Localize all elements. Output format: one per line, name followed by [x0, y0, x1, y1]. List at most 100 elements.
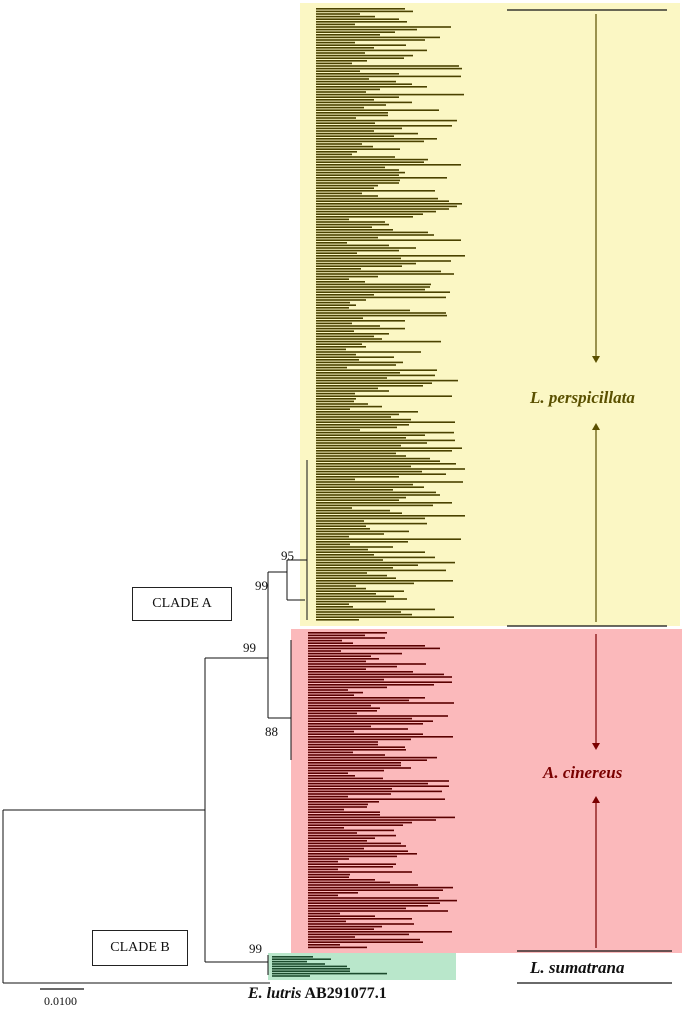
tip-label — [316, 296, 446, 299]
tip-label — [316, 587, 366, 590]
tip-label — [316, 36, 440, 39]
tip-label — [308, 915, 375, 917]
tip-label — [316, 151, 357, 153]
tip-label — [316, 533, 384, 535]
tip-label — [316, 327, 405, 330]
tip-label — [308, 912, 340, 915]
tip-label — [308, 668, 366, 670]
tip-label — [316, 208, 449, 210]
tip-label — [316, 351, 421, 353]
tip-label — [308, 881, 390, 884]
tip-label — [316, 405, 382, 408]
tip-label — [316, 239, 461, 241]
tip-label — [316, 309, 410, 312]
tip-label — [316, 330, 354, 332]
tip-label — [308, 736, 453, 738]
tip-label — [316, 418, 411, 421]
tip-label — [308, 749, 406, 751]
tip-label — [308, 785, 449, 787]
tip-label — [316, 138, 437, 140]
tip-label — [308, 678, 384, 681]
tip-label — [272, 968, 350, 970]
tip-label — [308, 925, 382, 928]
tip-label — [316, 385, 423, 387]
tip-label — [308, 907, 406, 910]
tip-label — [316, 543, 350, 546]
tip-label — [316, 252, 357, 254]
tip-label — [316, 364, 396, 366]
tip-label — [316, 80, 396, 83]
tip-label — [316, 546, 393, 548]
tip-label — [316, 502, 452, 504]
tip-label — [316, 556, 435, 559]
tip-label — [316, 236, 378, 239]
tip-label — [316, 39, 425, 41]
tip-label — [316, 54, 413, 57]
scale-bar-label: 0.0100 — [44, 994, 77, 1008]
tip-label — [308, 710, 377, 712]
tip-label — [316, 270, 441, 273]
tip-label — [316, 314, 447, 317]
tip-label — [316, 307, 349, 309]
tip-label — [316, 444, 401, 447]
tip-label — [308, 863, 396, 865]
tip-label — [316, 104, 386, 106]
tip-label — [316, 528, 370, 530]
tip-label — [316, 49, 427, 52]
cinereus-tip-labels — [308, 632, 457, 949]
tip-label — [316, 156, 395, 158]
bootstrap-99-clade-a: 99 — [255, 578, 268, 593]
tip-label — [316, 169, 399, 171]
tip-label — [308, 707, 380, 709]
tip-label — [308, 884, 418, 886]
tip-label — [308, 899, 457, 902]
species-brackets — [40, 9, 672, 990]
tip-label — [316, 486, 424, 488]
tip-label — [308, 655, 371, 657]
tip-label — [316, 148, 400, 150]
tip-label — [316, 585, 356, 587]
tip-label — [316, 197, 438, 200]
tip-label — [308, 691, 363, 694]
tip-label — [308, 868, 338, 871]
tip-label — [316, 67, 462, 70]
tip-label — [316, 356, 394, 358]
tip-label — [316, 171, 405, 174]
tip-label — [316, 164, 461, 166]
tip-label — [308, 821, 412, 824]
tip-label — [316, 369, 437, 371]
bootstrap-88: 88 — [265, 724, 278, 739]
tip-label — [316, 374, 435, 377]
tip-label — [316, 192, 362, 195]
tip-label — [308, 663, 426, 665]
tip-label — [316, 182, 399, 184]
tip-label — [316, 525, 366, 527]
tip-label — [316, 509, 390, 512]
tip-label — [316, 395, 452, 397]
tip-label — [316, 291, 450, 293]
tip-label — [308, 816, 455, 819]
tip-label — [316, 88, 380, 91]
tip-label — [308, 756, 437, 759]
tip-label — [316, 457, 430, 460]
tip-label — [308, 855, 397, 858]
tip-label — [308, 834, 396, 837]
outgroup-species: E. lutris — [248, 985, 302, 1002]
tip-label — [316, 577, 396, 579]
tip-label — [316, 398, 356, 400]
tip-label — [316, 41, 355, 44]
tip-label — [316, 434, 425, 436]
tip-label — [316, 582, 414, 585]
tip-label — [316, 431, 454, 434]
tip-label — [308, 754, 385, 756]
tip-label — [308, 829, 394, 832]
tip-label — [316, 73, 399, 75]
tip-label — [308, 775, 355, 777]
tip-label — [316, 338, 382, 340]
tip-label — [316, 283, 431, 286]
tip-label — [316, 421, 455, 423]
tip-label — [316, 468, 465, 470]
tip-label — [316, 257, 401, 260]
tip-label — [316, 520, 364, 522]
tip-label — [316, 554, 374, 556]
